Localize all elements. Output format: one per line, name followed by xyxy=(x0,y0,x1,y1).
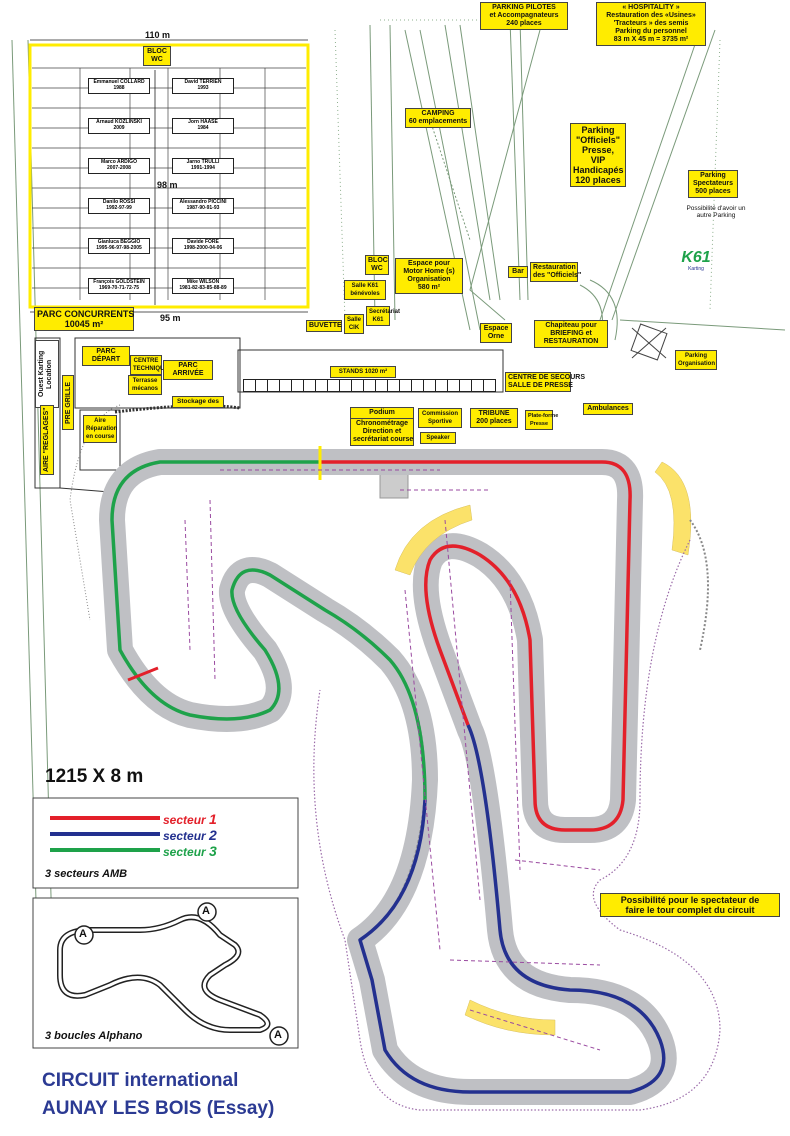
title-line-1: CIRCUIT international xyxy=(42,1070,239,1091)
ouest-karting-label: Ouest Karting Location xyxy=(35,340,59,408)
legend-sector-2: secteur 2 xyxy=(163,827,217,843)
bloc-wc-label: BLOC WC xyxy=(143,46,171,66)
sector-1-line xyxy=(320,460,632,832)
pilot-name: Marco ARDIGO xyxy=(101,159,137,165)
pilot-name: David TERRIEN xyxy=(184,79,222,85)
camping-label: CAMPING 60 emplacements xyxy=(405,108,471,128)
commission-label: Commission Sportive xyxy=(418,408,462,428)
ambulances-label: Ambulances xyxy=(583,403,633,415)
legend-sector-1: secteur 1 xyxy=(163,811,217,827)
parking-officiels-label: Parking "Officiels" Presse, VIP Handicap… xyxy=(570,123,626,187)
parking-spectateurs-label: Parking Spectateurs 500 places xyxy=(688,170,738,198)
loop-marker-3: A xyxy=(274,1029,282,1041)
speaker-label: Speaker xyxy=(420,432,456,444)
pilot-years: 1991-1994 xyxy=(191,165,215,171)
sector-2-line xyxy=(358,724,666,1094)
k61-logo: K61 Karting xyxy=(676,249,716,273)
stand-box xyxy=(483,379,496,392)
espace-orne-label: Espace Orne xyxy=(480,323,512,343)
restauration-officiels-label: Restauration des "Officiels" xyxy=(530,262,581,282)
pilot-name: Alessandro PICCINI xyxy=(179,199,227,205)
pilot-years: 1987-90-91-93 xyxy=(186,205,220,211)
track-size: 1215 X 8 m xyxy=(45,766,144,787)
plateforme-label: Plate-forme Presse xyxy=(525,410,558,430)
possibilite-tour-label: Possibilité pour le spectateur de faire … xyxy=(600,893,780,917)
pilot-years: 1988 xyxy=(113,85,125,91)
salle-k61-label: Salle K61 bénévoles xyxy=(344,280,386,300)
title-line-2: AUNAY LES BOIS (Essay) xyxy=(42,1098,275,1119)
stockage-label: Stockage des xyxy=(172,396,224,408)
pilot-name: Mike WILSON xyxy=(186,279,220,285)
parc-concurrents-label: PARC CONCURRENTS 10045 m² xyxy=(34,307,134,331)
legend-caption: 3 secteurs AMB xyxy=(45,868,128,880)
aire-reparation-label: Aire Réparation en course xyxy=(83,415,117,443)
pilot-name: Gianluca BEGGIO xyxy=(97,239,141,245)
bar-label: Bar xyxy=(508,266,528,278)
loops-caption: 3 boucles Alphano xyxy=(45,1030,143,1042)
k61-logo-sub: Karting xyxy=(688,266,704,272)
k61-logo-mark: K61 xyxy=(681,249,711,266)
stands-label: STANDS 1020 m² xyxy=(330,366,396,378)
centre-secours-label: CENTRE DE SECOURS SALLE DE PRESSE xyxy=(505,372,585,392)
pilot-name: Arnaud KOZLINSKI xyxy=(96,119,142,125)
bloc-wc2-label: BLOC WC xyxy=(365,255,389,275)
dim-95m: 95 m xyxy=(160,313,181,323)
pre-grille-label: PRE GRILLE xyxy=(62,375,74,430)
dim-98m: 98 m xyxy=(157,180,178,190)
pilot-years: 2007-2008 xyxy=(107,165,131,171)
pilot-name: Emmanuel COLLARD xyxy=(93,79,145,85)
terrasse-mecanos-label: Terrasse mécanos xyxy=(128,375,162,395)
pilot-years: 1995-96-97-98-2005 xyxy=(96,245,142,251)
loop-marker-1: A xyxy=(79,928,87,940)
tribune-label: TRIBUNE 200 places xyxy=(470,408,518,428)
pilot-name: Jarno TRULLI xyxy=(186,159,220,165)
pilot-name: Davide FORE xyxy=(187,239,219,245)
sector-3-line xyxy=(110,460,427,801)
parc-arrivee-label: PARC ARRIVÉE xyxy=(163,360,213,380)
pilot-years: 1992-97-99 xyxy=(106,205,132,211)
parking-pilotes-label: PARKING PILOTES et Accompagnateurs 240 p… xyxy=(480,2,568,30)
pilot-name: François GOLDSTEIN xyxy=(93,279,145,285)
loop-marker-2: A xyxy=(202,905,210,917)
pilot-name: Danilo ROSSI xyxy=(102,199,136,205)
chronometrage-label: Chronométrage Direction et secrétariat c… xyxy=(350,418,414,446)
possibilite-parking-text: Possibilité d'avoir un autre Parking xyxy=(686,205,746,219)
legend-sector-3: secteur 3 xyxy=(163,843,217,859)
dim-110m: 110 m xyxy=(145,30,171,40)
parking-organisation-label: Parking Organisation xyxy=(675,350,717,370)
pilot-years: 1981-82-83-85-88-89 xyxy=(179,285,227,291)
pilot-years: 2009 xyxy=(113,125,125,131)
espace-motorhome-label: Espace pour Motor Home (s) Organisation … xyxy=(395,258,463,294)
parc-depart-label: PARC DÉPART xyxy=(82,346,130,366)
pilot-years: 1969-70-71-72-75 xyxy=(98,285,140,291)
centre-technique-label: CENTRE TECHNIQUE xyxy=(130,355,168,375)
pilot-years: 1998-2000-04-06 xyxy=(183,245,223,251)
pilot-name: Jorn HAASE xyxy=(188,119,218,125)
buvette-label: BUVETTE xyxy=(306,320,342,332)
pilot-years: 1993 xyxy=(197,85,209,91)
salle-cik-label: Salle CIK xyxy=(344,314,364,334)
secretariat-k61-label: Secrétariat K61 xyxy=(366,306,400,326)
chapiteau-label: Chapiteau pour BRIEFING et RESTAURATION xyxy=(534,320,608,348)
aire-reglages-label: AIRE "REGLAGES" xyxy=(40,405,54,475)
hospitality-label: « HOSPITALITY » Restauration des «Usines… xyxy=(596,2,706,46)
pilot-years: 1984 xyxy=(197,125,209,131)
